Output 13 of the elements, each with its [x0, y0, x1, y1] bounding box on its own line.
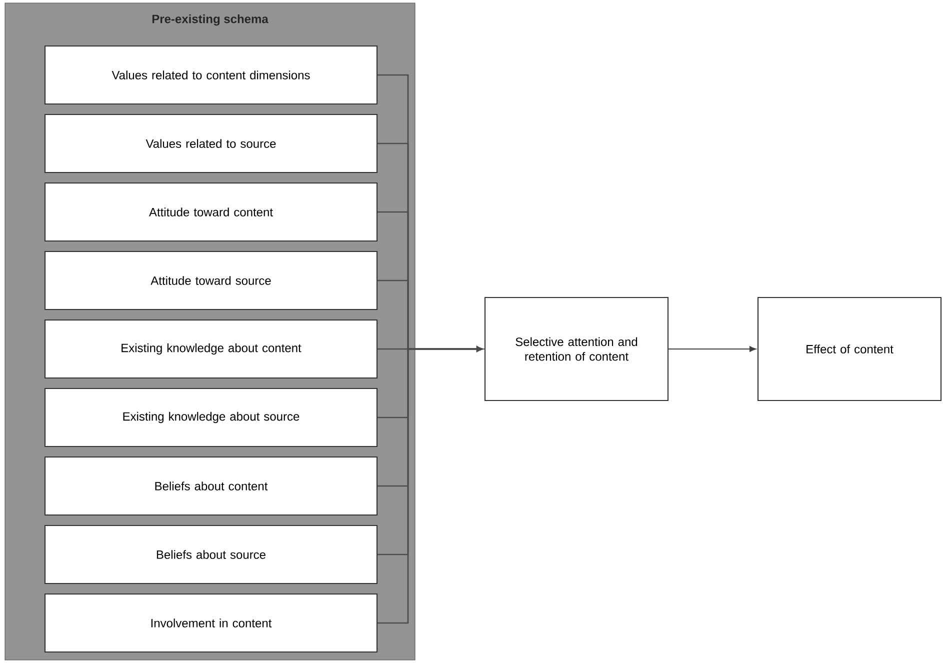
- factor-box: Existing knowledge about content: [44, 319, 378, 379]
- arrow: [378, 346, 483, 624]
- factor-box: Beliefs about content: [44, 456, 378, 516]
- factor-box: Beliefs about source: [44, 524, 378, 584]
- factor-box: Attitude toward source: [44, 250, 378, 310]
- factor-box: Attitude toward content: [44, 182, 378, 242]
- factor-box: Values related to source: [44, 114, 378, 174]
- arrow: [668, 346, 756, 352]
- factor-box: Values related to content dimensions: [44, 45, 378, 105]
- factor-box: Existing knowledge about source: [44, 388, 378, 448]
- process-box: Effect of content: [757, 296, 942, 402]
- factor-box: Involvement in content: [44, 593, 378, 653]
- process-box: Selective attention and retention of content: [484, 296, 669, 402]
